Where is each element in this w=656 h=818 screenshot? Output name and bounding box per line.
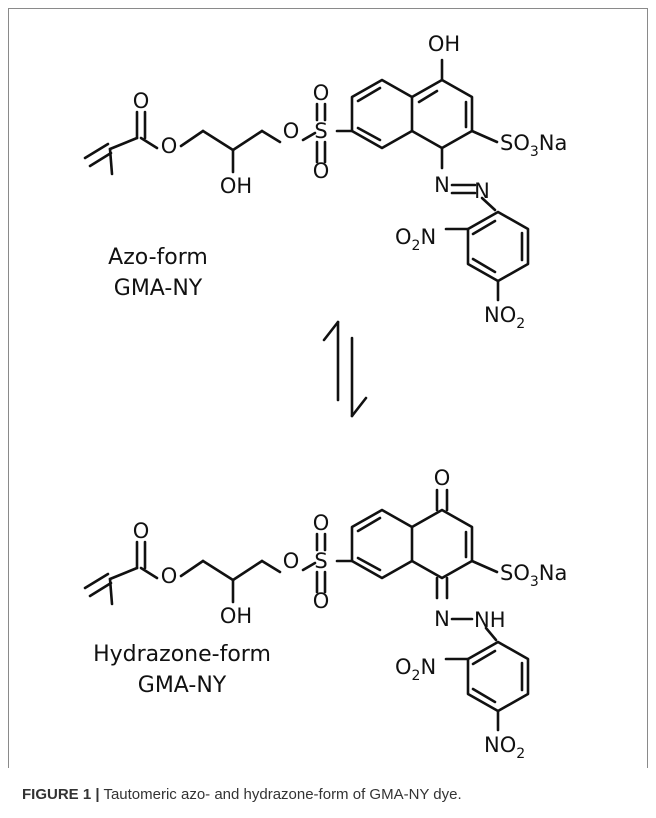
label-so3na: SO3Na bbox=[500, 131, 567, 160]
atom-o-ester: O bbox=[161, 134, 178, 158]
atom-s: S bbox=[314, 549, 327, 573]
atom-o-carbonyl: O bbox=[133, 519, 150, 543]
hydrazone-form-atom-labels: O O OH O S O O O SO3Na N NH O2N NO2 bbox=[133, 466, 568, 762]
atom-o-quinone: O bbox=[434, 466, 451, 490]
label-o2n: O2N bbox=[395, 655, 436, 684]
chemical-scheme: O O OH O S O O OH SO3Na N N O2N NO2 O O … bbox=[83, 32, 568, 762]
atom-o-link: O bbox=[283, 549, 300, 573]
atom-o-sulfonyl-bottom: O bbox=[313, 159, 330, 183]
atom-n-hydrazone: N bbox=[434, 607, 450, 631]
azo-form-atom-labels: O O OH O S O O OH SO3Na N N O2N NO2 bbox=[133, 32, 568, 332]
atom-o-link: O bbox=[283, 119, 300, 143]
hydrazone-form-bonds bbox=[83, 488, 530, 732]
atom-o-ester: O bbox=[161, 564, 178, 588]
atom-oh: OH bbox=[220, 174, 252, 198]
figure-frame bbox=[8, 8, 648, 768]
atom-n-azo-1: N bbox=[434, 173, 450, 197]
label-no2: NO2 bbox=[484, 303, 525, 332]
label-so3na: SO3Na bbox=[500, 561, 567, 590]
atom-o-sulfonyl-top: O bbox=[313, 511, 330, 535]
azo-form-name: Azo-form bbox=[108, 245, 208, 270]
label-no2: NO2 bbox=[484, 733, 525, 762]
hydrazone-form-name: Hydrazone-form bbox=[93, 642, 271, 667]
atom-s: S bbox=[314, 119, 327, 143]
atom-o-sulfonyl-top: O bbox=[313, 81, 330, 105]
atom-oh: OH bbox=[220, 604, 252, 628]
azo-form-code: GMA-NY bbox=[114, 276, 203, 301]
hydrazone-form-code: GMA-NY bbox=[138, 673, 227, 698]
caption-text: Tautomeric azo- and hydrazone-form of GM… bbox=[99, 786, 462, 803]
label-o2n: O2N bbox=[395, 225, 436, 254]
atom-o-carbonyl: O bbox=[133, 89, 150, 113]
atom-oh-naphthol: OH bbox=[428, 32, 460, 56]
atom-o-sulfonyl-bottom: O bbox=[313, 589, 330, 613]
equilibrium-arrows bbox=[322, 320, 368, 418]
figure-caption: FIGURE 1 | Tautomeric azo- and hydrazone… bbox=[22, 786, 462, 803]
caption-label: FIGURE 1 | bbox=[22, 786, 100, 803]
atom-nh: NH bbox=[474, 608, 506, 632]
azo-form-bonds bbox=[83, 58, 530, 302]
atom-n-azo-2: N bbox=[474, 179, 490, 203]
